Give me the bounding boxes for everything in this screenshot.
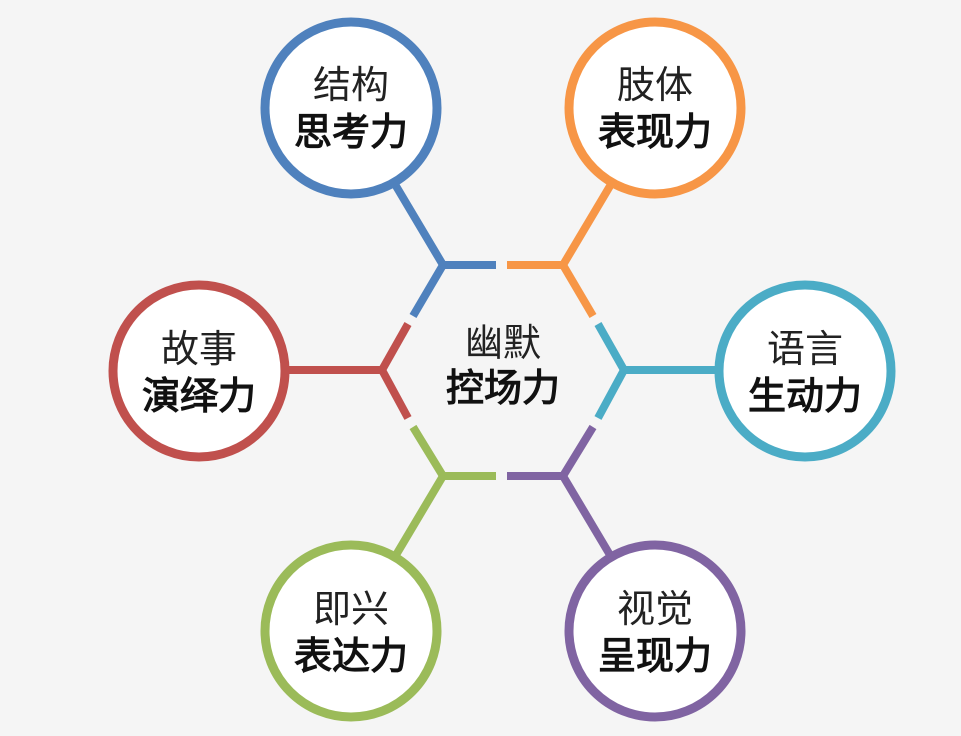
connector-body [559, 183, 614, 268]
hex-edge-right-bottom [594, 368, 628, 420]
center-label: 幽默 控场力 [446, 321, 560, 410]
node-structure: 结构 思考力 [260, 17, 442, 199]
connector-visual [559, 473, 614, 558]
node-improv-line2: 表达力 [294, 634, 408, 678]
ring-visual [564, 540, 746, 722]
hex-edge-lower-left [409, 424, 447, 479]
node-body-connector [507, 183, 614, 319]
center-line1: 幽默 [465, 321, 541, 365]
node-visual-connector [507, 424, 614, 558]
node-body-line1: 肢体 [617, 63, 693, 107]
hex-edge-right-top [594, 322, 628, 372]
hex-edge-upper-left [409, 262, 447, 319]
hex-edge-lower-right [559, 424, 597, 479]
node-body: 肢体 表现力 [564, 17, 746, 199]
ring-story [108, 280, 290, 462]
hex-edge-upper-right [559, 262, 597, 319]
node-body-line2: 表现力 [598, 110, 712, 154]
node-language-connector [594, 322, 716, 420]
ring-improv [260, 540, 442, 722]
node-structure-connector [392, 183, 496, 319]
ring-structure [260, 17, 442, 199]
node-improv-connector [392, 424, 496, 558]
connector-improv [392, 473, 447, 558]
node-visual-line2: 呈现力 [598, 634, 712, 678]
node-language-line1: 语言 [767, 327, 843, 371]
node-story: 故事 演绎力 [108, 280, 290, 462]
node-structure-line1: 结构 [313, 63, 389, 107]
node-story-line2: 演绎力 [142, 374, 256, 418]
node-story-connector [286, 322, 412, 420]
hex-edge-left-top [378, 322, 412, 372]
node-structure-line2: 思考力 [294, 110, 408, 154]
node-language: 语言 生动力 [714, 280, 896, 462]
node-visual: 视觉 呈现力 [564, 540, 746, 722]
center-line2: 控场力 [446, 366, 560, 410]
node-improv-line1: 即兴 [313, 587, 389, 631]
ring-language [714, 280, 896, 462]
connector-structure [392, 183, 447, 268]
hex-edge-left-bottom [378, 368, 412, 420]
node-language-line2: 生动力 [748, 374, 862, 418]
node-improv: 即兴 表达力 [260, 540, 442, 722]
node-story-line1: 故事 [161, 327, 237, 371]
ring-body [564, 17, 746, 199]
node-visual-line1: 视觉 [617, 587, 693, 631]
